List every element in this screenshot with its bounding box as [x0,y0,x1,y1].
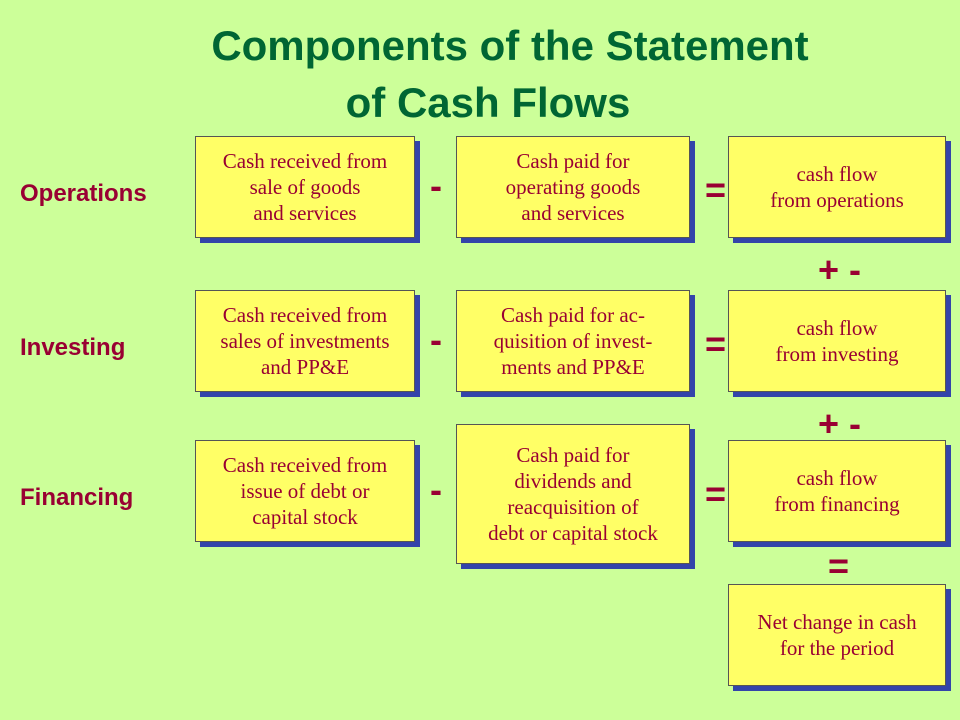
financing-cash-received-box: Cash received from issue of debt or capi… [195,440,415,542]
title-line-1: Components of the Statement [211,22,809,69]
equals-operator: = [705,323,727,364]
equals-operator: = [705,169,727,210]
equals-operator: = [705,473,727,514]
financing-cash-paid-box: Cash paid for dividends and reacquisitio… [456,424,690,564]
row-label-operations: Operations [20,180,147,207]
minus-operator: - [430,469,442,510]
investing-cash-received-box: Cash received from sales of investments … [195,290,415,392]
plus-minus-operator: + - [818,403,862,444]
minus-operator: - [430,319,442,360]
financing-result-box: cash flow from financing [728,440,946,542]
row-label-financing: Financing [20,484,134,511]
plus-minus-operator: + - [818,249,862,290]
investing-cash-paid-box: Cash paid for ac- quisition of invest- m… [456,290,690,392]
operations-cash-received-box: Cash received from sale of goods and ser… [195,136,415,238]
investing-result-box: cash flow from investing [728,290,946,392]
operations-cash-paid-box: Cash paid for operating goods and servic… [456,136,690,238]
net-change-box: Net change in cash for the period [728,584,946,686]
title-line-2: of Cash Flows [345,79,631,126]
row-label-investing: Investing [20,334,126,361]
minus-operator: - [430,165,442,206]
equals-operator: = [828,545,850,586]
operations-result-box: cash flow from operations [728,136,946,238]
